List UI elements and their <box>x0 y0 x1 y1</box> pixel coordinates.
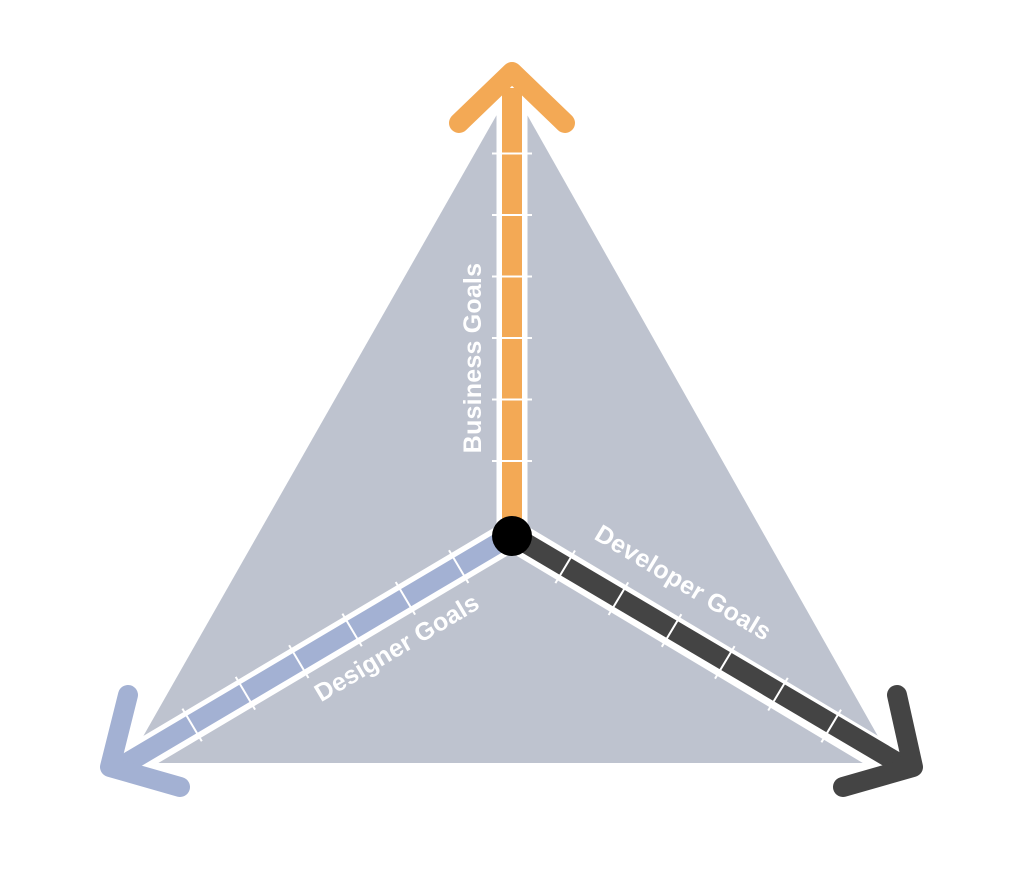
designer-axis-tick <box>341 613 363 647</box>
developer-axis-tick <box>660 613 683 648</box>
business-goals-label: Business Goals <box>459 263 487 453</box>
developer-axis-ticks <box>554 549 842 743</box>
designer-axis-tick <box>448 549 470 584</box>
developer-axis-tick <box>554 549 576 584</box>
designer-axis-tick <box>181 708 203 742</box>
designer-axis-tick <box>394 581 416 616</box>
business-axis: Business Goals <box>449 62 575 535</box>
developer-arrowhead <box>833 685 923 797</box>
developer-axis-tick <box>714 645 736 680</box>
designer-axis-bar <box>114 526 518 776</box>
designer-axis-ticks <box>181 549 470 742</box>
center-point <box>492 516 532 556</box>
designer-arrowhead <box>100 685 190 797</box>
designer-axis-tick <box>234 676 256 711</box>
business-axis-ticks <box>492 152 532 462</box>
developer-axis-tick <box>820 709 842 743</box>
developer-axis-bar <box>506 526 911 776</box>
developer-axis-tick <box>767 677 789 712</box>
designer-axis-tick <box>288 644 310 679</box>
developer-axis-tick <box>607 581 630 616</box>
business-arrowhead <box>449 62 575 133</box>
